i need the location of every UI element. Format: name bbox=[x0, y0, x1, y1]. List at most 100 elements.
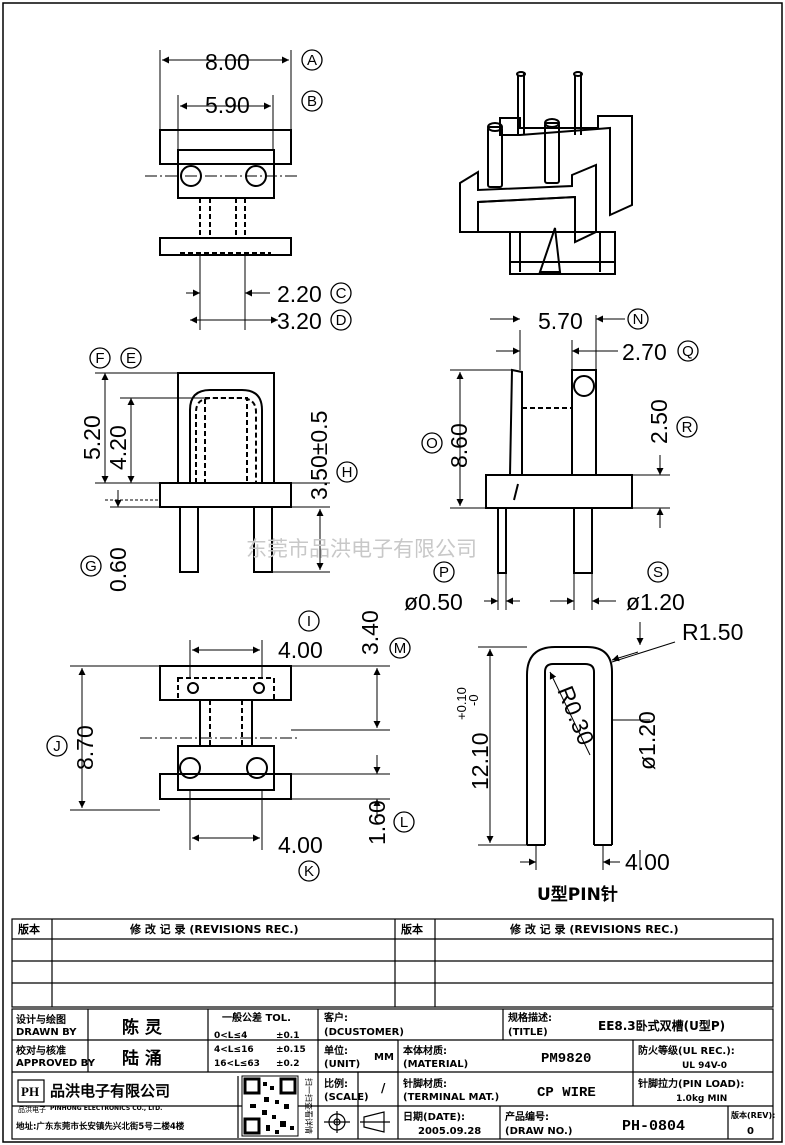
terminal-cn: 针脚材质: bbox=[403, 1077, 447, 1090]
dim-r-inner-value: R0.30 bbox=[552, 682, 599, 749]
dim-a-value: 8.00 bbox=[205, 49, 250, 75]
approved-name: 陆 涌 bbox=[122, 1049, 162, 1069]
drawno-cn: 产品编号: bbox=[505, 1110, 549, 1123]
ref-n: N bbox=[633, 311, 644, 328]
approved-label-en: APPROVED BY bbox=[16, 1058, 96, 1069]
dim-p-value: ø0.50 bbox=[404, 589, 463, 615]
terminal-en: (TERMINAL MAT.) bbox=[403, 1092, 499, 1103]
unit-en: (UNIT) bbox=[324, 1059, 360, 1070]
rev-value: 0 bbox=[747, 1126, 754, 1137]
scale-en: (SCALE) bbox=[324, 1092, 369, 1103]
date-cn: 日期(DATE): bbox=[403, 1110, 465, 1123]
rev-col-version-right: 版本 bbox=[401, 922, 423, 936]
unit-value: MM bbox=[374, 1052, 394, 1063]
dim-e-value: 4.20 bbox=[105, 425, 131, 470]
scale-cn: 比例: bbox=[324, 1077, 348, 1090]
bottom-view bbox=[140, 665, 300, 800]
pin-caption: U型PIN针 bbox=[537, 884, 618, 905]
customer-en: (DCUSTOMER) bbox=[324, 1027, 404, 1038]
drawn-label-cn: 设计与绘图 bbox=[16, 1013, 66, 1026]
terminal-value: CP WIRE bbox=[537, 1085, 596, 1101]
dim-c-value: 2.20 bbox=[277, 281, 322, 307]
ul-value: UL 94V-0 bbox=[682, 1061, 727, 1071]
ref-j: J bbox=[53, 738, 61, 755]
dim-i-value: 4.00 bbox=[278, 637, 323, 663]
dim-g-value: 0.60 bbox=[105, 547, 131, 592]
dim-n-value: 5.70 bbox=[538, 308, 583, 334]
qr-code bbox=[241, 1075, 299, 1137]
date-value: 2005.09.28 bbox=[418, 1126, 481, 1137]
ref-s: S bbox=[653, 564, 663, 581]
dim-k-value: 4.00 bbox=[278, 832, 323, 858]
customer-cn: 客户: bbox=[323, 1011, 348, 1024]
title-value: EE8.3卧式双槽(U型P) bbox=[598, 1018, 725, 1033]
watermark: 东莞市品洪电子有限公司 bbox=[246, 537, 477, 561]
scale-value: / bbox=[381, 1081, 386, 1095]
drawno-en: (DRAW NO.) bbox=[505, 1126, 572, 1137]
dim-h-value: 3.50±0.5 bbox=[306, 411, 332, 500]
rev-col-version-left: 版本 bbox=[18, 922, 40, 936]
material-value: PM9820 bbox=[541, 1051, 591, 1067]
dim-pin-len-value: 12.10 bbox=[467, 732, 493, 790]
dim-d-value: 3.20 bbox=[277, 308, 322, 334]
ref-r: R bbox=[682, 419, 693, 436]
tol-value-2: ±0.2 bbox=[276, 1059, 299, 1069]
dim-pin-tol-minus: -0 bbox=[466, 694, 481, 706]
ref-g: G bbox=[85, 558, 97, 575]
revision-table bbox=[11, 918, 774, 1008]
dim-b-value: 5.90 bbox=[205, 92, 250, 118]
rev-col-rec-left: 修 改 记 录 (REVISIONS REC.) bbox=[129, 922, 299, 936]
ref-f: F bbox=[95, 350, 104, 367]
drawno-value: PH-0804 bbox=[622, 1118, 685, 1135]
ref-p: P bbox=[439, 564, 449, 581]
dim-pin-tol-plus: +0.10 bbox=[454, 687, 469, 720]
tol-range-1: 4<L≤16 bbox=[214, 1045, 254, 1055]
dim-o-value: 8.60 bbox=[446, 423, 472, 468]
dim-j-value: 8.70 bbox=[72, 725, 98, 770]
isometric-view bbox=[459, 71, 633, 275]
company-logo: PH bbox=[21, 1084, 39, 1099]
top-view bbox=[145, 129, 300, 256]
ref-i: I bbox=[307, 613, 311, 630]
tol-range-0: 0<L≤4 bbox=[214, 1031, 247, 1041]
u-pin-view bbox=[526, 646, 613, 846]
tol-title: 一般公差 TOL. bbox=[222, 1011, 291, 1024]
dim-r-outer-value: R1.50 bbox=[682, 619, 743, 645]
ref-k: K bbox=[304, 863, 314, 880]
ref-q: Q bbox=[682, 343, 694, 360]
ref-h: H bbox=[342, 464, 353, 481]
material-en: (MATERIAL) bbox=[403, 1059, 468, 1070]
ref-e: E bbox=[126, 350, 136, 367]
material-cn: 本体材质: bbox=[403, 1044, 447, 1057]
title-cn: 规格描述: bbox=[508, 1011, 552, 1024]
title-en: (TITLE) bbox=[508, 1027, 548, 1038]
ref-m: M bbox=[394, 640, 407, 657]
dim-l-value: 1.60 bbox=[364, 800, 390, 845]
dim-s-value: ø1.20 bbox=[626, 589, 685, 615]
ul-cn: 防火等级(UL REC.): bbox=[638, 1044, 735, 1057]
rev-col-rec-right: 修 改 记 录 (REVISIONS REC.) bbox=[509, 922, 679, 936]
company-logo-sub: 品洪电子 bbox=[18, 1105, 46, 1114]
approved-label-cn: 校对与核准 bbox=[16, 1044, 66, 1057]
rev-cn: 版本(REV): bbox=[730, 1110, 775, 1120]
pinload-value: 1.0kg MIN bbox=[676, 1094, 727, 1104]
ref-l: L bbox=[400, 814, 408, 831]
qr-side-text: 扫一扫查看详情 bbox=[304, 1078, 314, 1134]
drawn-name: 陈 灵 bbox=[122, 1017, 163, 1038]
ref-d: D bbox=[336, 312, 347, 329]
drawn-label-en: DRAWN BY bbox=[16, 1027, 77, 1038]
dim-pin-dia-value: ø1.20 bbox=[634, 711, 660, 770]
ref-o: O bbox=[426, 435, 438, 452]
front-view bbox=[159, 372, 292, 573]
company-logo-box bbox=[17, 1079, 45, 1103]
dim-m-value: 3.40 bbox=[357, 610, 383, 655]
dim-pin-span-value: 4.00 bbox=[625, 849, 670, 875]
projection-symbol bbox=[324, 1111, 390, 1133]
ref-a: A bbox=[307, 52, 317, 69]
unit-cn: 单位: bbox=[324, 1044, 348, 1057]
company-cn: 品洪电子有限公司 bbox=[50, 1082, 170, 1100]
dim-f-value: 5.20 bbox=[79, 415, 105, 460]
dim-q-value: 2.70 bbox=[622, 339, 667, 365]
